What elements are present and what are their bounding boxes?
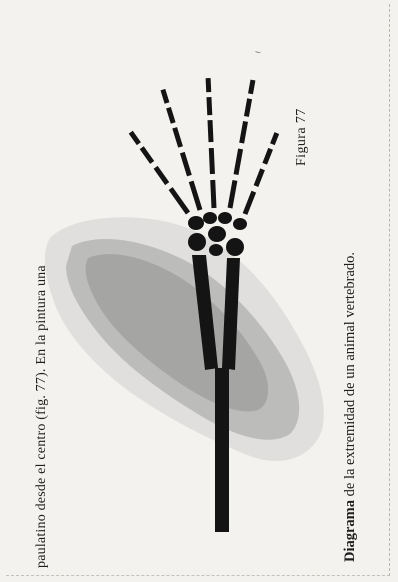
finger-2 [155, 64, 200, 210]
finger-4 [230, 52, 258, 208]
finger-bones [115, 52, 278, 214]
carpal-bone [208, 226, 226, 242]
carpal-bone [209, 244, 223, 256]
finger-3 [207, 54, 214, 208]
carpal-bone [233, 218, 247, 230]
figure-caption: Diagrama de la extremidad de un animal v… [342, 252, 359, 562]
stain-shadow [45, 217, 324, 461]
caption-lead: Diagrama [342, 500, 358, 562]
humerus-bone [215, 368, 229, 532]
carpal-bone [188, 216, 204, 230]
carpal-bone [203, 212, 217, 224]
carpal-bone [188, 233, 206, 251]
figure-label: Figura 77 [294, 108, 310, 166]
finger-5 [245, 130, 278, 214]
caption-rest: de la extremidad de un animal vertebrado… [342, 252, 358, 500]
carpal-bone [218, 212, 232, 224]
finger-1 [115, 110, 188, 213]
carpal-bone [226, 238, 244, 256]
carpal-bones [188, 212, 247, 256]
body-text-line: paulatino desde el centro (fig. 77). En … [34, 265, 50, 568]
